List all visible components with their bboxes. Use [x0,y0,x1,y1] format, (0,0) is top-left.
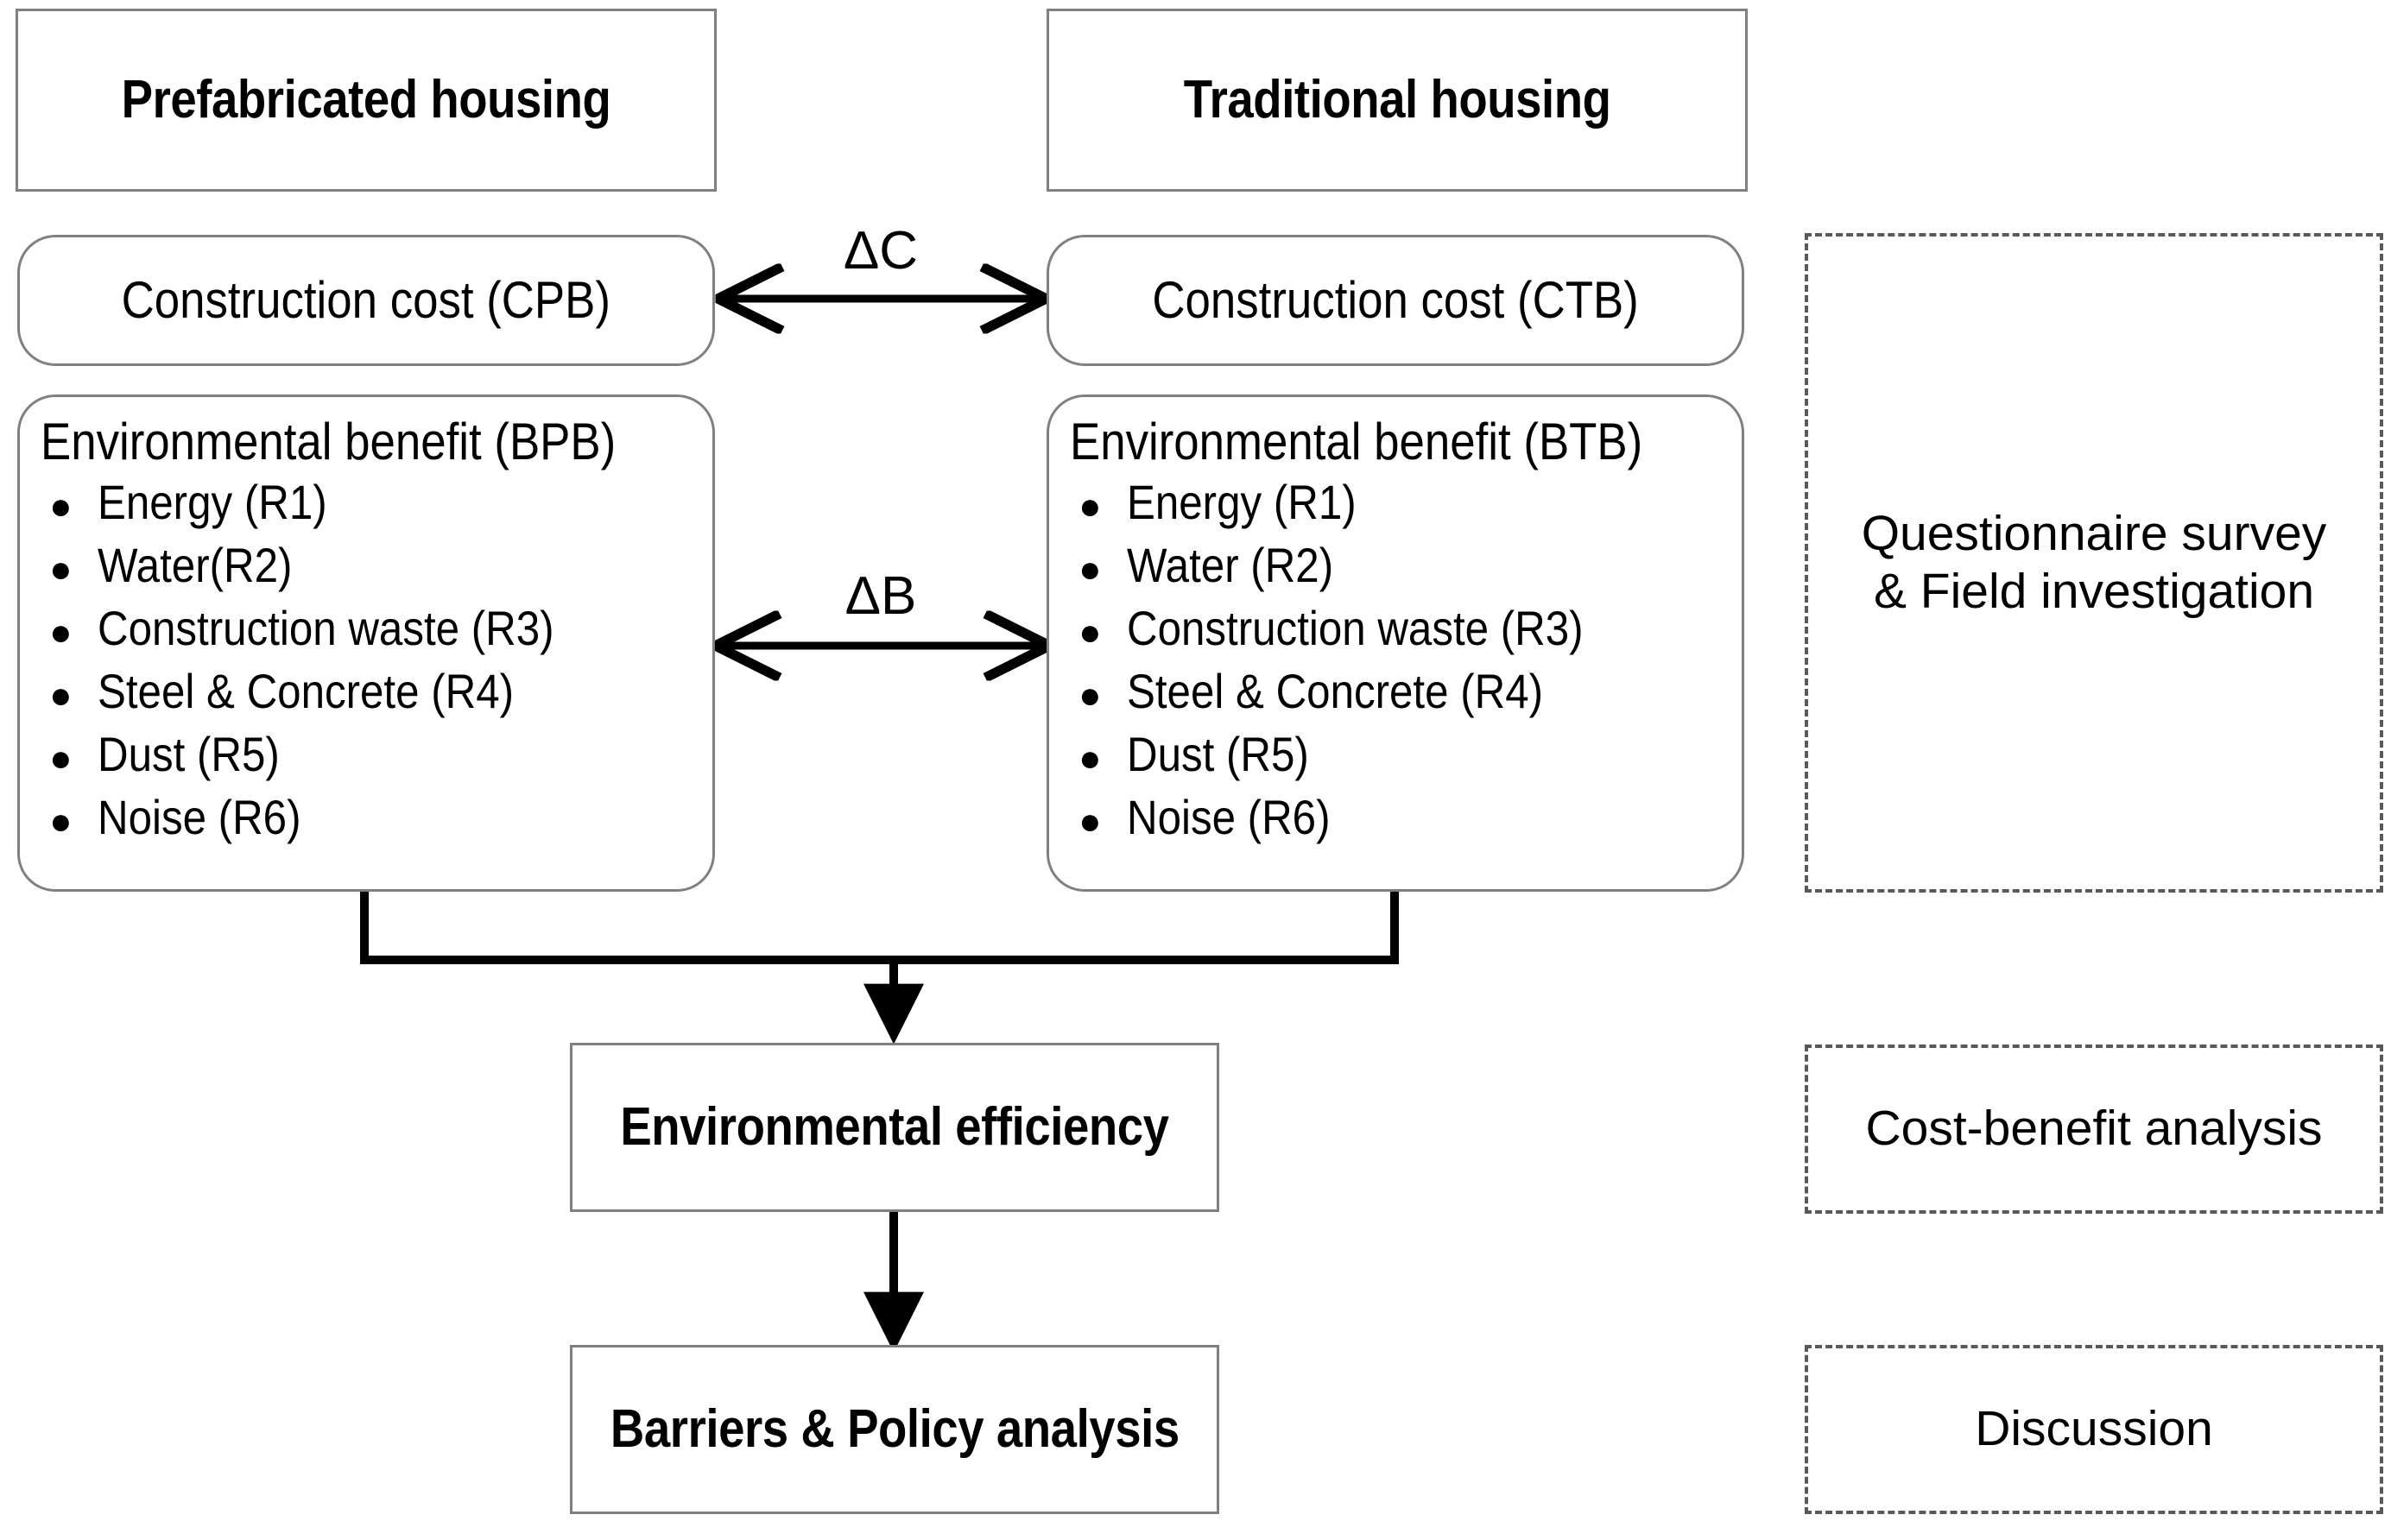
bpb-item-dust: Dust (R5) [98,727,280,781]
environmental-benefit-btb-box[interactable]: Environmental benefit (BTB) ● Energy (R1… [1047,394,1744,892]
list-item: ● Energy (R1) [41,478,692,527]
construction-cost-cpb-label-wrap: Construction cost (CPB) [20,237,712,363]
barriers-policy-analysis-label: Barriers & Policy analysis [610,1399,1180,1460]
discussion-label-wrap: Discussion [1808,1348,2380,1511]
bullet-icon: ● [1078,737,1102,779]
list-item: ● Energy (R1) [1070,478,1721,527]
list-item: ● Steel & Concrete (R4) [41,667,692,716]
construction-cost-ctb-label-wrap: Construction cost (CTB) [1049,237,1742,363]
discussion-box[interactable]: Discussion [1805,1345,2383,1514]
delta-c-label: ΔC [843,221,919,281]
traditional-housing-label: Traditional housing [1183,70,1611,130]
bullet-icon: ● [1078,611,1102,653]
list-item: ● Noise (R6) [41,793,692,842]
bullet-icon: ● [49,611,73,653]
bullet-icon: ● [1078,800,1102,843]
barriers-policy-analysis-box[interactable]: Barriers & Policy analysis [570,1345,1219,1514]
bpb-item-noise: Noise (R6) [98,790,301,844]
environmental-efficiency-label-wrap: Environmental efficiency [572,1045,1217,1209]
btb-title: Environmental benefit (BTB) [1070,413,1643,470]
btb-item-steel-concrete: Steel & Concrete (R4) [1127,664,1544,718]
list-item: ● Steel & Concrete (R4) [1070,667,1721,716]
btb-item-water: Water (R2) [1127,538,1334,592]
cost-benefit-analysis-label-wrap: Cost-benefit analysis [1808,1048,2380,1210]
bpb-item-construction-waste: Construction waste (R3) [98,601,554,655]
btb-bullet-list: ● Energy (R1) ● Water (R2) ● Constructio… [1070,478,1721,842]
bpb-content: Environmental benefit (BPB) ● Energy (R1… [20,397,712,889]
btb-item-construction-waste: Construction waste (R3) [1127,601,1584,655]
list-item: ● Water(R2) [41,541,692,590]
btb-content: Environmental benefit (BTB) ● Energy (R1… [1049,397,1742,889]
prefabricated-housing-box[interactable]: Prefabricated housing [16,9,717,192]
bullet-icon: ● [49,485,73,527]
list-item: ● Construction waste (R3) [41,604,692,653]
questionnaire-survey-box[interactable]: Questionnaire survey & Field investigati… [1805,233,2383,893]
list-item: ● Noise (R6) [1070,793,1721,842]
construction-cost-ctb-label: Construction cost (CTB) [1152,270,1639,329]
bullet-icon: ● [49,548,73,590]
bpb-item-energy: Energy (R1) [98,475,327,529]
bpb-item-steel-concrete: Steel & Concrete (R4) [98,664,515,718]
construction-cost-cpb-box[interactable]: Construction cost (CPB) [17,235,715,366]
environmental-benefit-bpb-box[interactable]: Environmental benefit (BPB) ● Energy (R1… [17,394,715,892]
questionnaire-survey-label-wrap: Questionnaire survey & Field investigati… [1808,237,2380,889]
cost-benefit-analysis-box[interactable]: Cost-benefit analysis [1805,1045,2383,1214]
btb-item-dust: Dust (R5) [1127,727,1309,781]
traditional-housing-box[interactable]: Traditional housing [1047,9,1748,192]
list-item: ● Water (R2) [1070,541,1721,590]
discussion-label: Discussion [1975,1401,2213,1457]
prefabricated-housing-label: Prefabricated housing [121,70,611,130]
traditional-housing-label-wrap: Traditional housing [1049,11,1745,189]
bullet-icon: ● [1078,674,1102,716]
bullet-icon: ● [1078,548,1102,590]
btb-item-noise: Noise (R6) [1127,790,1331,844]
bpb-item-water: Water(R2) [98,538,293,592]
bullet-icon: ● [49,737,73,779]
construction-cost-cpb-label: Construction cost (CPB) [121,270,611,329]
bullet-icon: ● [49,800,73,843]
questionnaire-survey-label: Questionnaire survey & Field investigati… [1861,505,2327,619]
list-item: ● Construction waste (R3) [1070,604,1721,653]
environmental-efficiency-box[interactable]: Environmental efficiency [570,1043,1219,1212]
bullet-icon: ● [1078,485,1102,527]
list-item: ● Dust (R5) [1070,730,1721,779]
barriers-policy-analysis-label-wrap: Barriers & Policy analysis [572,1348,1217,1512]
delta-b-label: ΔB [844,566,917,626]
cost-benefit-analysis-label: Cost-benefit analysis [1865,1101,2323,1157]
environmental-efficiency-label: Environmental efficiency [620,1097,1169,1158]
bullet-icon: ● [49,674,73,716]
list-item: ● Dust (R5) [41,730,692,779]
merge-connector [360,892,1399,964]
btb-item-energy: Energy (R1) [1127,475,1357,529]
prefabricated-housing-label-wrap: Prefabricated housing [18,11,714,189]
bpb-bullet-list: ● Energy (R1) ● Water(R2) ● Construction… [41,478,692,842]
bpb-title: Environmental benefit (BPB) [41,413,617,470]
construction-cost-ctb-box[interactable]: Construction cost (CTB) [1047,235,1744,366]
